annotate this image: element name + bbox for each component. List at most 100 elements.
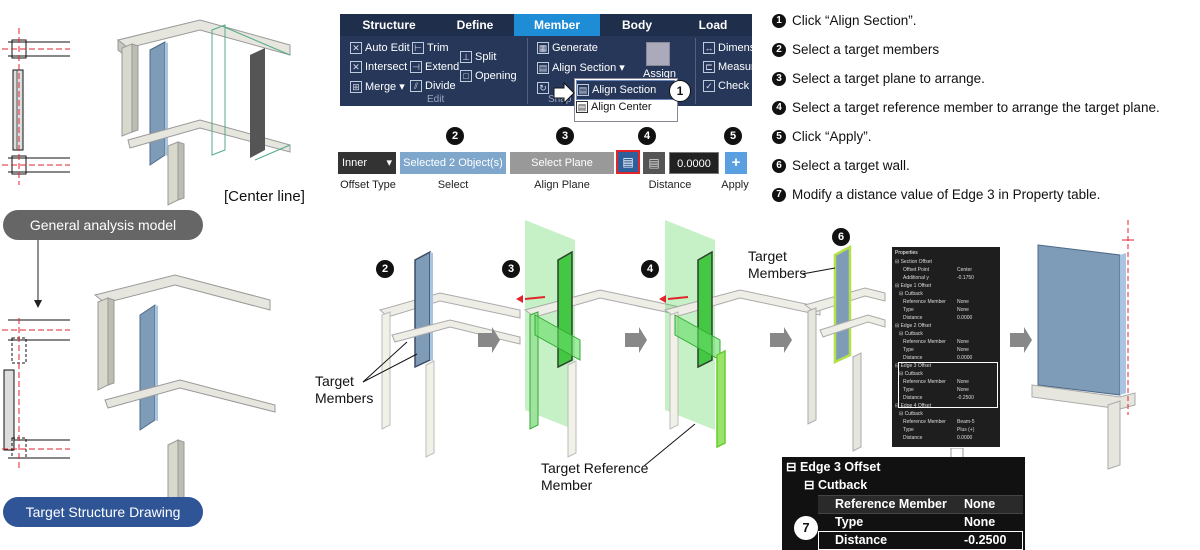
auto-edit-button[interactable]: ✕Auto Edit [350, 42, 410, 54]
property-label: Type [903, 427, 914, 433]
divide-label: Divide [425, 80, 456, 92]
scene-number-3: 3 [502, 260, 520, 278]
distance-input[interactable]: 0.0000 [669, 152, 719, 174]
align-section-icon: ▤ [577, 84, 589, 96]
auto-edit-icon: ✕ [350, 42, 362, 54]
step-3: 3 Select a target plane to arrange. [772, 71, 985, 86]
align-center-icon: ▤ [576, 101, 588, 113]
general-analysis-3d-model [116, 19, 291, 206]
type-label: Type [835, 515, 864, 529]
arrow-right-icon [770, 327, 792, 353]
type-row: Type None [818, 513, 1023, 531]
generate-icon: ▦ [537, 42, 549, 54]
tab-member[interactable]: Member [514, 14, 600, 36]
pointer-line [643, 423, 696, 467]
property-value: None [957, 299, 969, 305]
align-section-button[interactable]: ▤Align Section▾ [537, 61, 625, 74]
property-label: Reference Member [903, 419, 946, 425]
property-row: ⊟ Edge 3 Offset [895, 362, 997, 370]
reference-member-value: None [964, 497, 996, 511]
align-section-icon: ▤ [537, 61, 549, 74]
pointer-line [801, 267, 836, 275]
align-center-menu-item[interactable]: ▤Align Center [576, 101, 652, 113]
plan-drawing-bottom [3, 319, 70, 459]
property-value: None [957, 307, 969, 313]
merge-button[interactable]: ⊞Merge▾ [350, 80, 405, 93]
property-label: ⊟ Section Offset [895, 259, 932, 265]
step-7-number: 7 [772, 187, 786, 202]
extend-button[interactable]: ⊣Extend [410, 61, 459, 73]
assign-button[interactable]: Assign [643, 68, 677, 80]
select-plane-button[interactable]: Select Plane [510, 152, 614, 174]
scene-select-reference [659, 220, 821, 449]
check-label: Check N [718, 80, 761, 92]
divide-button[interactable]: ⫽Divide [410, 80, 456, 92]
tab-structure[interactable]: Structure [362, 18, 416, 32]
distance-row-value[interactable]: -0.2500 [964, 533, 1007, 547]
step-1-text: Click “Align Section”. [792, 13, 917, 28]
opening-label: Opening [475, 70, 517, 82]
edge3-zoom-table: ⊟ Edge 3 Offset ⊟ Cutback Reference Memb… [782, 457, 1025, 550]
reference-member-button[interactable]: ▤ [616, 150, 640, 174]
step-6-text: Select a target wall. [792, 158, 910, 173]
intersect-button[interactable]: ✕Intersect [350, 61, 407, 73]
step-5-text: Click “Apply”. [792, 129, 872, 144]
align-section-menu-item[interactable]: ▤Align Section [576, 80, 675, 100]
property-label: ⊟ Edge 3 Offset [895, 363, 932, 369]
property-value: 0.0000 [957, 315, 973, 321]
tab-define[interactable]: Define [456, 18, 494, 32]
measure-button[interactable]: ⊏Measure [703, 61, 761, 73]
ribbon-separator [527, 38, 528, 104]
measure-icon: ⊏ [703, 61, 715, 73]
split-label: Split [475, 51, 497, 63]
generate-button[interactable]: ▦Generate [537, 42, 598, 54]
apply-button[interactable]: + [725, 152, 747, 174]
step-3-number: 3 [772, 71, 786, 86]
trim-button[interactable]: ⊢Trim [412, 42, 449, 54]
center-align-button[interactable]: ▤ [643, 152, 665, 174]
step-2-text: Select a target members [792, 42, 940, 57]
property-label: Type [903, 387, 914, 393]
trim-label: Trim [427, 42, 449, 54]
offset-type-select[interactable]: Inner ▾ [338, 152, 396, 174]
select-label: Select [437, 179, 469, 191]
callout-1: 1 [669, 80, 691, 102]
target-members-label: Target Members [315, 373, 374, 406]
chevron-down-icon: ▾ [386, 157, 392, 169]
split-button[interactable]: ⊥Split [460, 51, 496, 63]
center-lines-top [2, 28, 70, 185]
align-section-label: Align Section [552, 61, 617, 74]
extend-label: Extend [425, 61, 460, 73]
pointer-lines [362, 341, 418, 383]
scene-select-members [378, 250, 521, 458]
scene-sequence [378, 220, 1136, 470]
tab-body[interactable]: Body [622, 18, 652, 32]
step-number-4: 4 [638, 127, 656, 145]
shape-group-label: Shap [548, 94, 572, 105]
dimension-button[interactable]: ↔Dimensi [703, 42, 758, 54]
property-label: Distance [903, 355, 923, 361]
opening-button[interactable]: □Opening [460, 70, 517, 82]
distance-label: Distance [648, 179, 692, 191]
property-row: Distance-0.2500 [895, 394, 997, 402]
step-3-text: Select a target plane to arrange. [792, 71, 985, 86]
step-number-5: 5 [724, 127, 742, 145]
auto-edit-label: Auto Edit [365, 42, 410, 54]
property-row: ⊟ Section Offset [895, 258, 997, 266]
offset-type-label: Offset Type [340, 179, 396, 191]
shape-button[interactable]: ↻ [537, 82, 549, 94]
distance-row[interactable]: Distance -0.2500 [818, 531, 1023, 550]
step-number-2: 2 [446, 127, 464, 145]
tab-load[interactable]: Load [698, 18, 728, 32]
select-objects-button[interactable]: Selected 2 Object(s) [400, 152, 506, 174]
property-value: -0.1750 [957, 275, 974, 281]
check-button[interactable]: ✓Check N [703, 80, 760, 92]
align-plane-label: Align Plane [534, 179, 590, 191]
